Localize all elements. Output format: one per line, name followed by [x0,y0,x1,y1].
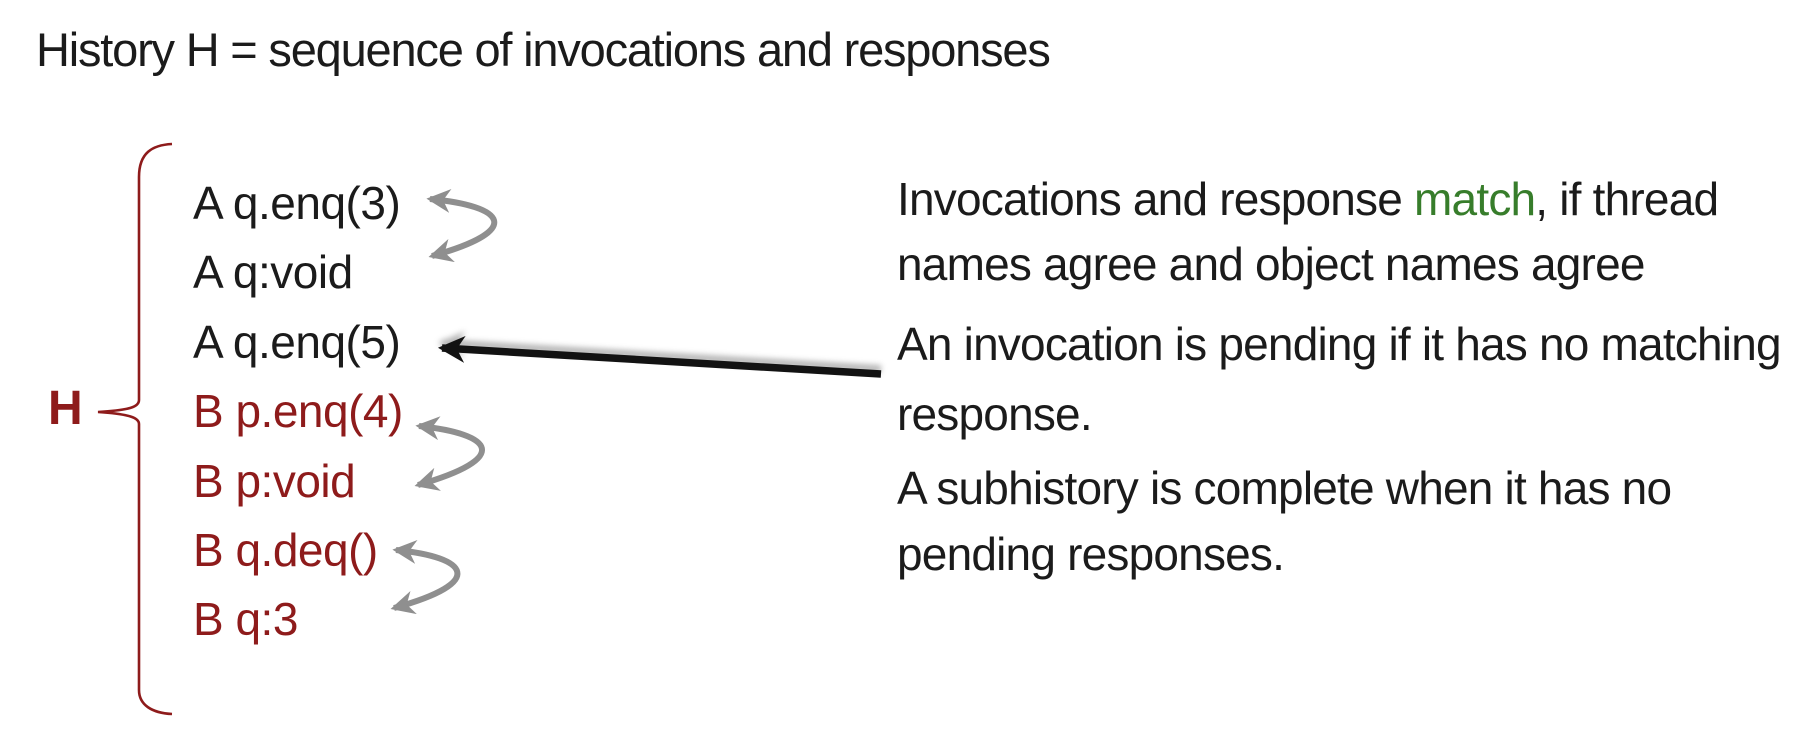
note-pending-line1: An invocation is pending if it has no ma… [897,318,1782,370]
match-arrow-icon [414,416,485,491]
note-match-keyword: match [1414,173,1536,225]
history-event-list: A q.enq(3) A q:void A q.enq(5) B p.enq(4… [193,169,403,655]
history-event: B q:3 [193,593,298,646]
note-match-line1-post: , if thread [1535,173,1719,225]
history-brace-icon [97,142,173,716]
history-event: A q:void [193,246,353,299]
history-event: A q.enq(5) [193,315,401,368]
match-arrow-icon [390,540,461,615]
history-event: B p:void [193,454,356,507]
note-match-line1-pre: Invocations and response [897,173,1415,225]
history-label: H [48,382,83,435]
history-event: B p.enq(4) [193,385,403,438]
note-complete-line1: A subhistory is complete when it has no [897,462,1672,514]
match-arrow-icon [426,188,498,263]
note-complete-line2: pending responses. [897,528,1285,580]
history-event: A q.enq(3) [193,177,401,229]
note-match-line2: names agree and object names agree [897,238,1645,290]
note-match-line1: Invocations and response match, if threa… [897,173,1719,225]
page-title: History H = sequence of invocations and … [36,23,1051,76]
pending-arrow-icon [437,335,882,378]
history-event: B q.deq() [193,524,378,577]
note-pending-line2: response. [897,388,1093,440]
